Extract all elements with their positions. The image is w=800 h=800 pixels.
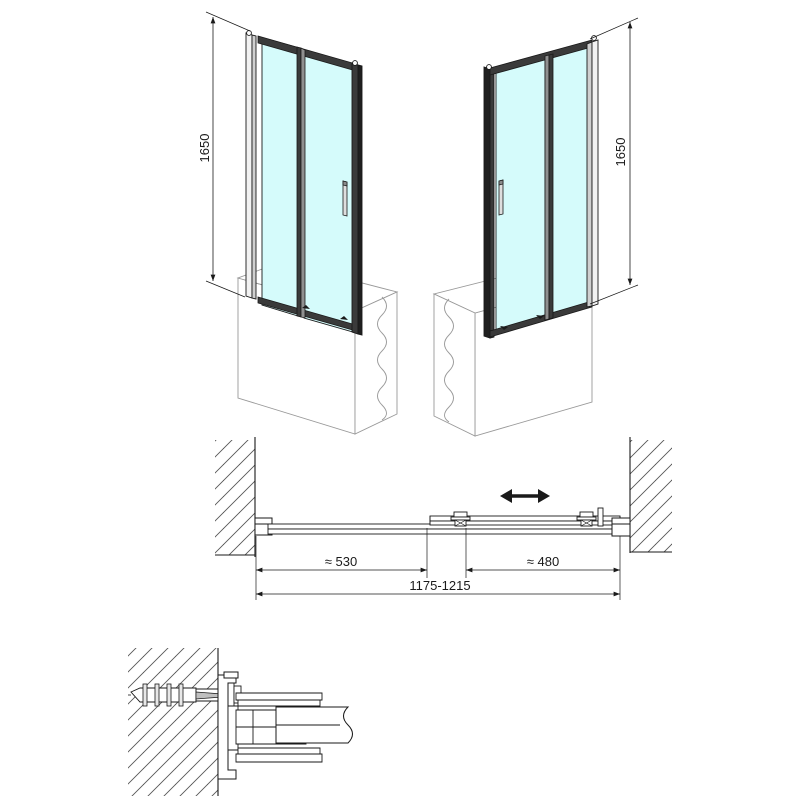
dimension-total-width: 1175-1215: [256, 578, 620, 597]
dimension-height-left: 1650: [197, 11, 251, 298]
door-handle-left: [342, 180, 348, 217]
dim-left-panel-label: ≈ 530: [325, 554, 357, 569]
height-label-left: 1650: [197, 134, 212, 163]
dimension-height-right: 1650: [589, 17, 639, 305]
dim-right-panel-label: ≈ 480: [527, 554, 559, 569]
dim-total-width-label: 1175-1215: [409, 578, 470, 593]
dimension-right-panel: ≈ 480: [465, 528, 621, 600]
iso-view-left: 1650: [197, 11, 399, 435]
height-label-right: 1650: [613, 138, 628, 167]
shower-door-right: [483, 35, 599, 339]
wall-anchor-plug: [128, 683, 197, 707]
detail-wall-fixing: [128, 648, 353, 796]
dimension-left-panel: ≈ 530: [255, 528, 428, 600]
slide-direction-arrow-icon: [500, 489, 550, 503]
roller-bracket-left: [450, 511, 471, 527]
shower-door-left: [245, 30, 363, 336]
wall-left: [215, 437, 256, 557]
fixed-panel-plan: [267, 523, 621, 535]
plan-view: ≈ 530 ≈ 480 1175-1215: [215, 437, 672, 600]
glass-panel-detail: [275, 706, 353, 744]
wall-right: [629, 437, 672, 553]
door-handle-right: [498, 179, 504, 216]
detail-wall: [128, 648, 219, 796]
iso-view-right: 1650: [432, 17, 639, 437]
roller-bracket-right: [576, 511, 597, 527]
